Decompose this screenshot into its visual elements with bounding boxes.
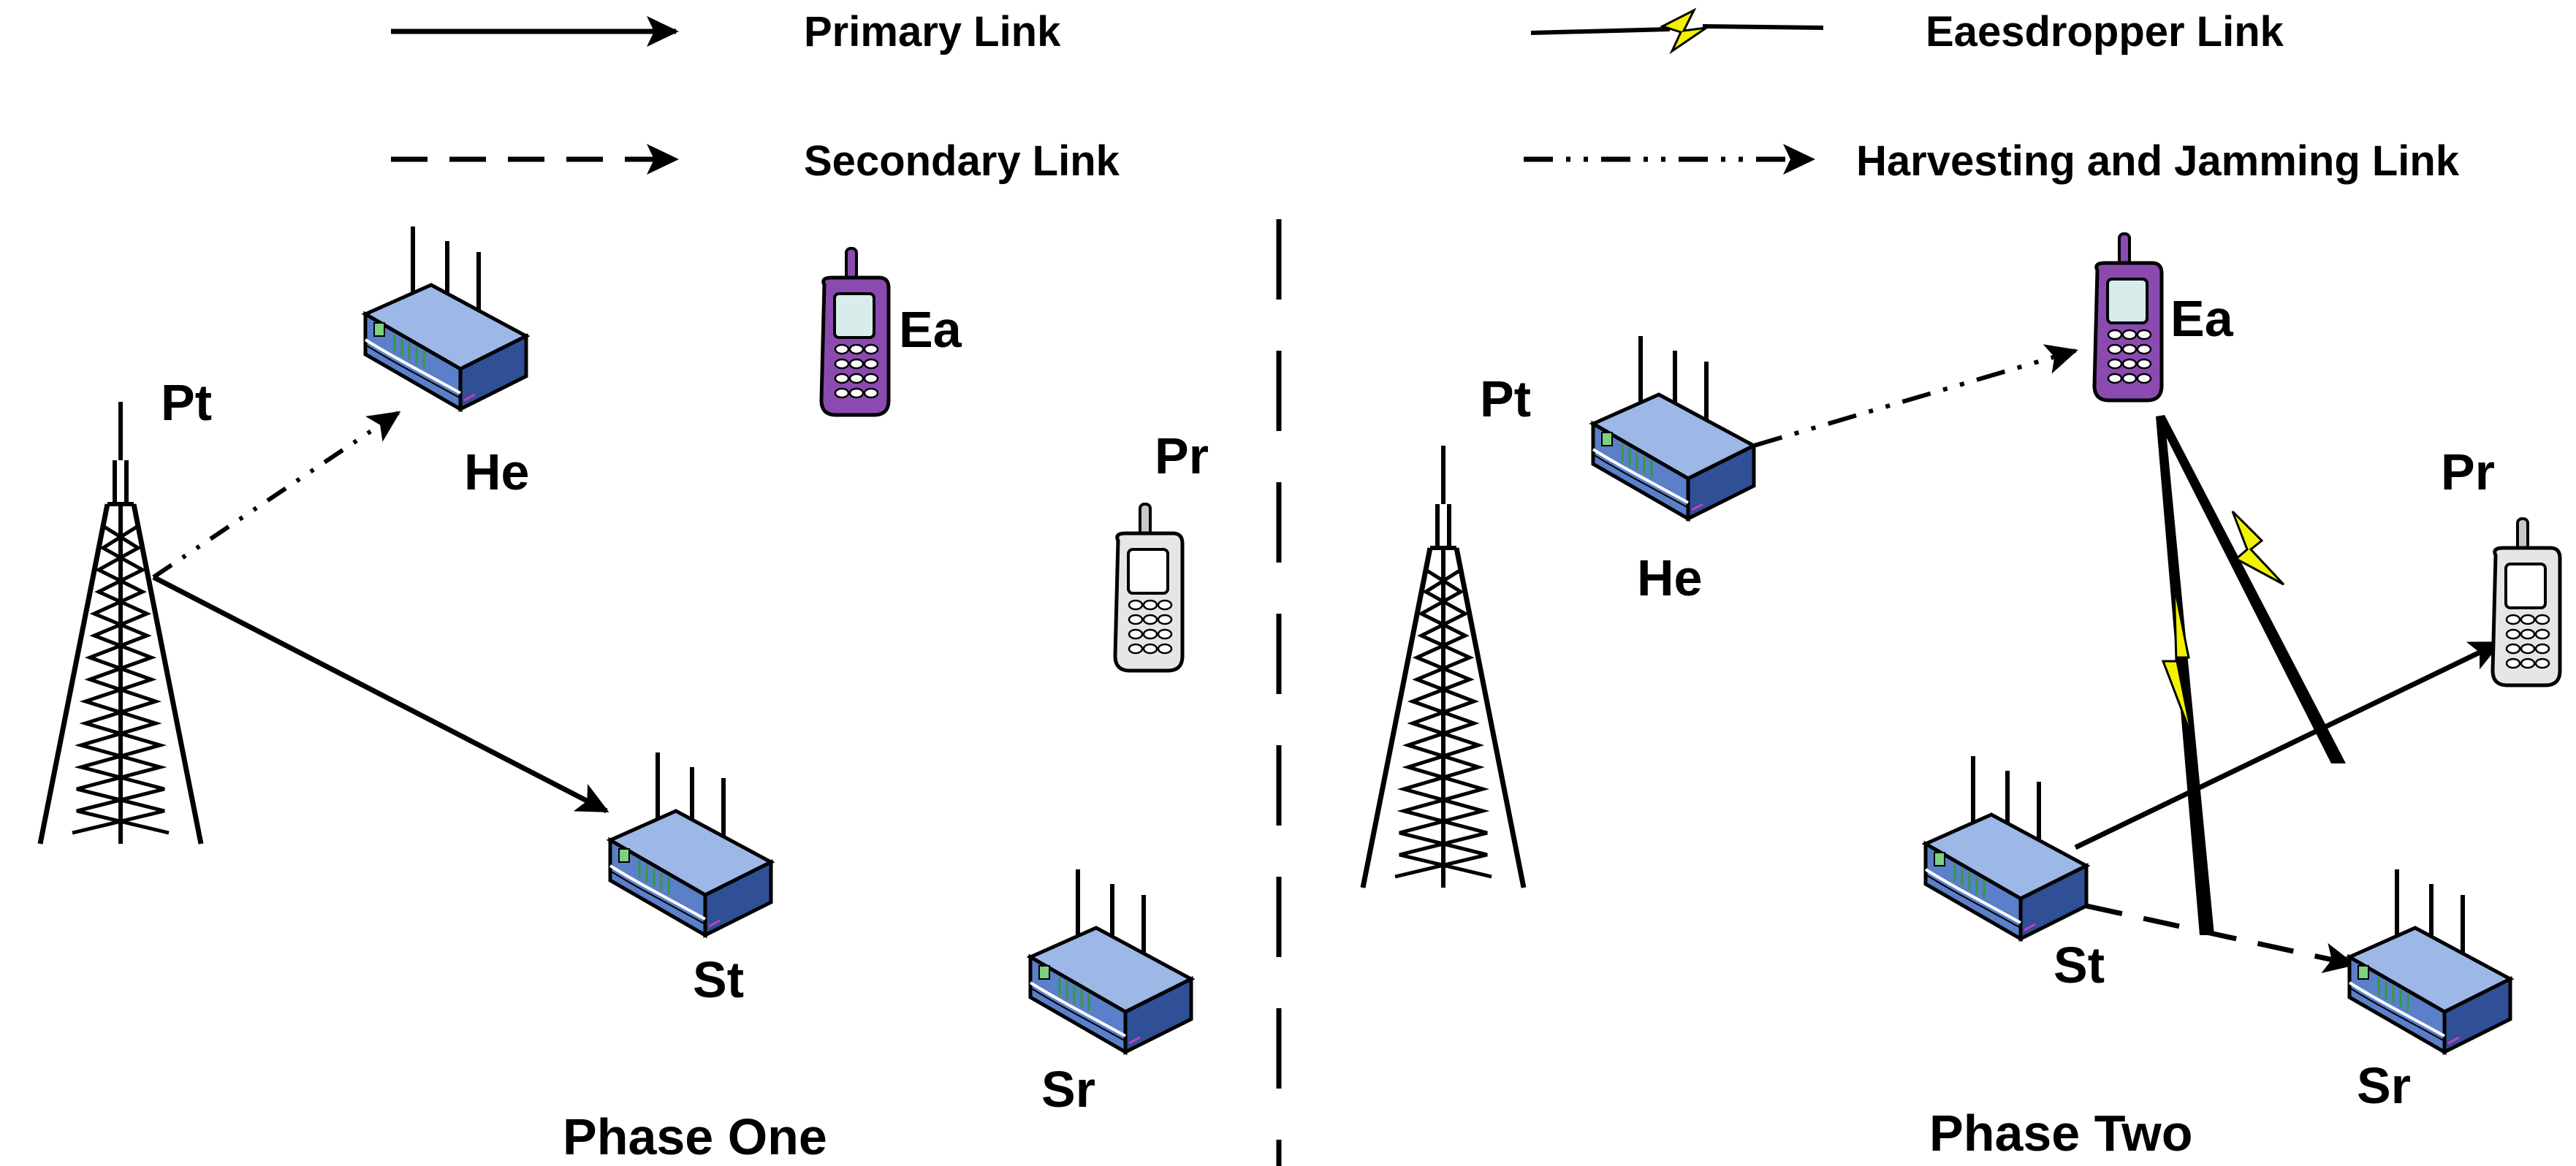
phase-one-he-label: He [464, 443, 529, 500]
phase-two-secondary-link-st-sr [2086, 903, 2356, 973]
phase-one-ea-label: Ea [899, 301, 962, 358]
phase-two-st-label: St [2053, 937, 2105, 994]
phase-two-primary-link-st-pr [2074, 640, 2502, 850]
phase-two-pt-label: Pt [1480, 370, 1531, 427]
phase-two-st-router-icon [1926, 756, 2086, 939]
legend-eavesdropper-link-label: Eaesdropper Link [1926, 8, 2284, 56]
phase-one: Pt He Ea Pr St Sr Phase One [40, 226, 1209, 1165]
legend-eavesdropper-link-icon [1530, 7, 1824, 55]
phase-two-title: Phase Two [1929, 1105, 2192, 1162]
phase-one-st-router-icon [610, 752, 771, 935]
phase-one-primary-link-pt-st [152, 574, 609, 814]
legend-primary-link-label: Primary Link [804, 8, 1061, 56]
phase-one-sr-router-icon [1030, 869, 1191, 1052]
phase-two-pr-phone-icon [2493, 519, 2560, 685]
phase-two-he-router-icon [1593, 336, 1754, 519]
phase-one-pt-label: Pt [161, 374, 212, 431]
phase-one-he-router-icon [365, 226, 526, 409]
phase-two-pr-label: Pr [2441, 443, 2495, 500]
legend-secondary-link-label: Secondary Link [804, 137, 1120, 185]
phase-one-st-label: St [693, 951, 744, 1008]
legend-harvesting-jamming-link-label: Harvesting and Jamming Link [1856, 137, 2460, 185]
phase-two-pt-tower-icon [1363, 446, 1524, 888]
phase-two-ea-phone-icon [2094, 234, 2162, 400]
phase-one-title: Phase One [563, 1108, 827, 1165]
phase-one-pr-label: Pr [1155, 427, 1209, 484]
phase-two-sr-router-icon [2349, 869, 2510, 1052]
phase-one-pr-phone-icon [1115, 504, 1182, 671]
phase-two-he-label: He [1637, 549, 1702, 606]
phase-one-sr-label: Sr [1041, 1061, 1095, 1118]
phase-two-eavesdropper-link-st-sr [2156, 416, 2214, 935]
legend: Primary Link Secondary Link Eaesdropper … [391, 7, 2460, 185]
phase-two-eavesdropper-link-st-pr [2156, 415, 2346, 763]
phase-two-ea-label: Ea [2170, 290, 2234, 347]
phase-two-sr-label: Sr [2357, 1057, 2411, 1114]
phase-two-harvesting-jamming-link-he-ea [1753, 344, 2078, 448]
phase-two: Pt He Ea Pr St Sr Phase Two [1363, 234, 2560, 1162]
phase-one-pt-tower-icon [40, 402, 201, 844]
phase-one-harvesting-link-pt-he [152, 411, 401, 579]
phase-one-ea-phone-icon [821, 248, 889, 415]
